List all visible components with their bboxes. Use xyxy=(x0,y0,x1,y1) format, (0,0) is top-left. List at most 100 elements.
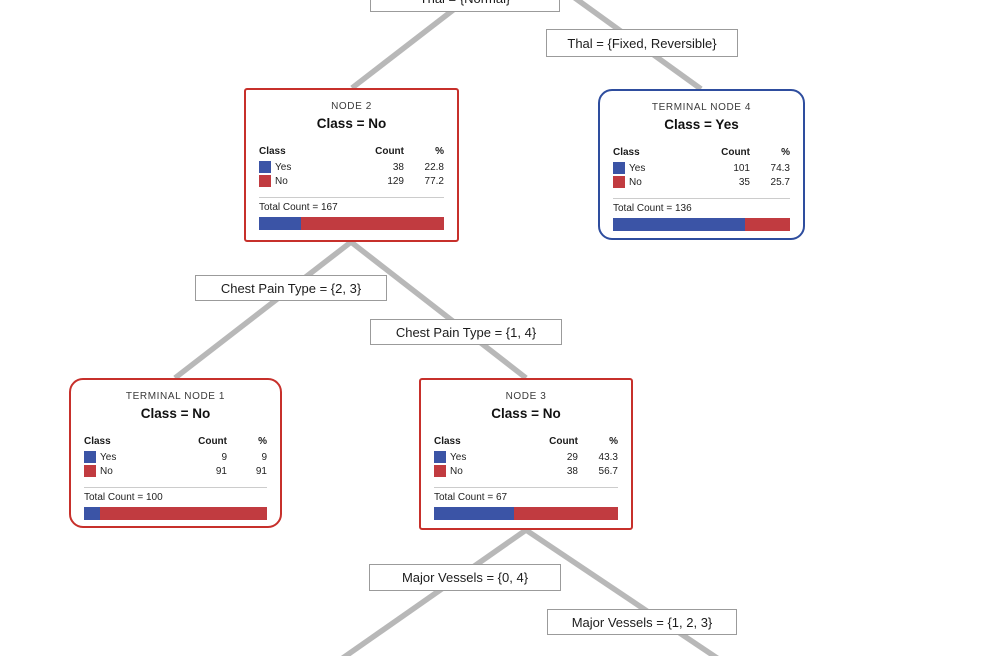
row-label: Yes xyxy=(450,451,467,463)
row-pct: 91 xyxy=(255,465,267,477)
class-distribution-bar xyxy=(613,218,790,231)
row-label: No xyxy=(450,465,463,477)
row-count: 129 xyxy=(387,175,404,187)
edge-label-chest-pain-2-3: Chest Pain Type = {2, 3} xyxy=(195,275,387,301)
col-class: Class xyxy=(84,435,111,447)
row-pct: 25.7 xyxy=(770,176,790,188)
bar-segment-yes xyxy=(259,217,302,230)
row-label: No xyxy=(100,465,113,477)
row-pct: 9 xyxy=(261,451,267,463)
class-distribution-bar xyxy=(259,217,444,230)
table-header-row: Class Count % xyxy=(84,434,267,448)
edge-label-chest-pain-1-4: Chest Pain Type = {1, 4} xyxy=(370,319,562,345)
divider xyxy=(613,198,790,199)
node-class-label: Class = Yes xyxy=(664,117,739,132)
class-table: Class Count % Yes 101 74.3 No 35 25.7 xyxy=(613,145,790,189)
node-title: TERMINAL NODE 1 xyxy=(125,391,226,402)
edge-label-thal-normal: Thal = {Normal} xyxy=(370,0,560,12)
divider xyxy=(84,487,267,488)
col-pct: % xyxy=(609,435,618,447)
node-title: TERMINAL NODE 4 xyxy=(651,102,752,113)
bar-segment-yes xyxy=(434,507,514,520)
class-table: Class Count % Yes 38 22.8 No 129 77.2 xyxy=(259,144,444,188)
node-title: NODE 2 xyxy=(331,101,372,112)
table-header-row: Class Count % xyxy=(434,434,618,448)
table-row-yes: Yes 101 74.3 xyxy=(613,161,790,175)
col-count: Count xyxy=(549,435,578,447)
row-count: 29 xyxy=(566,451,578,463)
table-row-yes: Yes 38 22.8 xyxy=(259,160,444,174)
row-count: 38 xyxy=(392,161,404,173)
row-count: 101 xyxy=(733,162,750,174)
tree-node-3[interactable]: NODE 3 Class = No Class Count % Yes 29 4… xyxy=(419,378,633,530)
table-row-no: No 129 77.2 xyxy=(259,174,444,188)
tree-terminal-node-1[interactable]: TERMINAL NODE 1 Class = No Class Count %… xyxy=(69,378,282,528)
class-distribution-bar xyxy=(84,507,267,520)
edge-label-major-vessels-0-4: Major Vessels = {0, 4} xyxy=(369,564,561,591)
row-label: Yes xyxy=(629,162,646,174)
row-pct: 56.7 xyxy=(598,465,618,477)
row-label: No xyxy=(629,176,642,188)
total-count-label: Total Count = 100 xyxy=(84,492,163,503)
divider xyxy=(259,197,444,198)
row-pct: 74.3 xyxy=(770,162,790,174)
row-count: 9 xyxy=(221,451,227,463)
table-row-no: No 38 56.7 xyxy=(434,464,618,478)
bar-segment-no xyxy=(744,218,790,231)
col-class: Class xyxy=(434,435,461,447)
edge-node3-to-left-child xyxy=(340,527,528,656)
table-header-row: Class Count % xyxy=(613,145,790,159)
divider xyxy=(434,487,618,488)
row-label: Yes xyxy=(275,161,292,173)
edge-label-major-vessels-1-2-3: Major Vessels = {1, 2, 3} xyxy=(547,609,737,635)
col-pct: % xyxy=(781,146,790,158)
row-count: 38 xyxy=(566,465,578,477)
table-row-no: No 91 91 xyxy=(84,464,267,478)
class-table: Class Count % Yes 29 43.3 No 38 56.7 xyxy=(434,434,618,478)
yes-swatch-icon xyxy=(259,161,271,173)
bar-segment-no xyxy=(100,507,267,520)
edge-label-thal-fixed-reversible: Thal = {Fixed, Reversible} xyxy=(546,29,738,57)
no-swatch-icon xyxy=(259,175,271,187)
total-count-label: Total Count = 67 xyxy=(434,492,508,503)
total-count-label: Total Count = 136 xyxy=(613,203,692,214)
table-row-yes: Yes 9 9 xyxy=(84,450,267,464)
row-count: 35 xyxy=(738,176,750,188)
total-count-label: Total Count = 167 xyxy=(259,202,338,213)
node-class-label: Class = No xyxy=(316,116,387,131)
bar-segment-yes xyxy=(613,218,745,231)
yes-swatch-icon xyxy=(434,451,446,463)
yes-swatch-icon xyxy=(84,451,96,463)
row-pct: 77.2 xyxy=(424,175,444,187)
edge-node2-to-terminal1 xyxy=(173,239,353,381)
bar-segment-yes xyxy=(84,507,101,520)
no-swatch-icon xyxy=(434,465,446,477)
col-count: Count xyxy=(375,145,404,157)
col-class: Class xyxy=(613,146,640,158)
node-title: NODE 3 xyxy=(505,391,547,402)
row-count: 91 xyxy=(215,465,227,477)
table-header-row: Class Count % xyxy=(259,144,444,158)
no-swatch-icon xyxy=(84,465,96,477)
row-label: No xyxy=(275,175,288,187)
node-class-label: Class = No xyxy=(140,406,211,421)
class-table: Class Count % Yes 9 9 No 91 91 xyxy=(84,434,267,478)
bar-segment-no xyxy=(513,507,618,520)
tree-terminal-node-4[interactable]: TERMINAL NODE 4 Class = Yes Class Count … xyxy=(598,89,805,240)
edge-node3-to-right-child xyxy=(524,527,719,656)
tree-node-2[interactable]: NODE 2 Class = No Class Count % Yes 38 2… xyxy=(244,88,459,242)
edge-parent-to-node2 xyxy=(350,0,471,91)
row-pct: 22.8 xyxy=(424,161,444,173)
edge-node2-to-node3 xyxy=(349,239,528,381)
col-pct: % xyxy=(258,435,267,447)
bar-segment-no xyxy=(301,217,444,230)
row-pct: 43.3 xyxy=(598,451,618,463)
class-distribution-bar xyxy=(434,507,618,520)
col-pct: % xyxy=(435,145,444,157)
yes-swatch-icon xyxy=(613,162,625,174)
row-label: Yes xyxy=(100,451,117,463)
table-row-no: No 35 25.7 xyxy=(613,175,790,189)
no-swatch-icon xyxy=(613,176,625,188)
col-count: Count xyxy=(198,435,227,447)
